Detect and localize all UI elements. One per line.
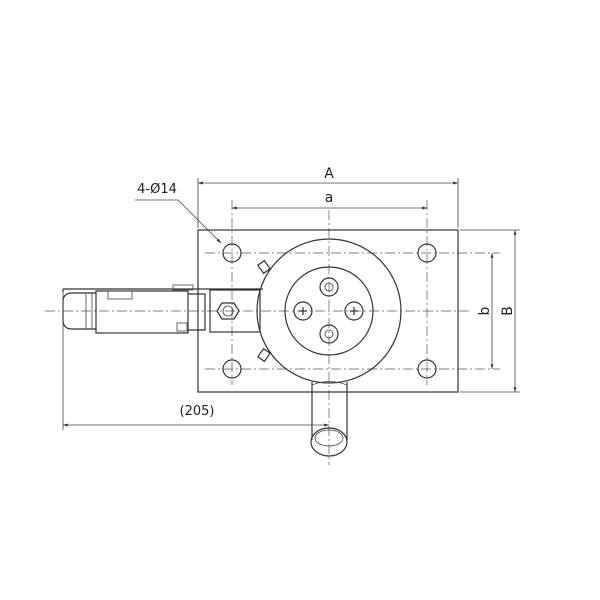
dimension-b-label: b: [477, 306, 493, 315]
mounting-holes: [222, 243, 437, 379]
dimension-B: B: [460, 229, 520, 393]
rotary-housing: [256, 238, 402, 384]
hole-callout-label: 4-Ø14: [137, 182, 177, 197]
hole-callout: 4-Ø14: [135, 182, 222, 244]
handle: [310, 381, 348, 457]
dimension-b: b: [477, 253, 494, 369]
motor-body: [62, 284, 263, 334]
dimension-B-label: B: [500, 306, 516, 316]
screws: [293, 277, 364, 344]
base-plate: [197, 229, 459, 393]
overall-length-label: (205): [180, 404, 215, 419]
dimension-A-label: A: [324, 166, 334, 182]
dimension-overall-length: (205): [62, 292, 329, 430]
dimension-a: a: [231, 190, 427, 210]
dimension-a-label: a: [325, 190, 334, 206]
